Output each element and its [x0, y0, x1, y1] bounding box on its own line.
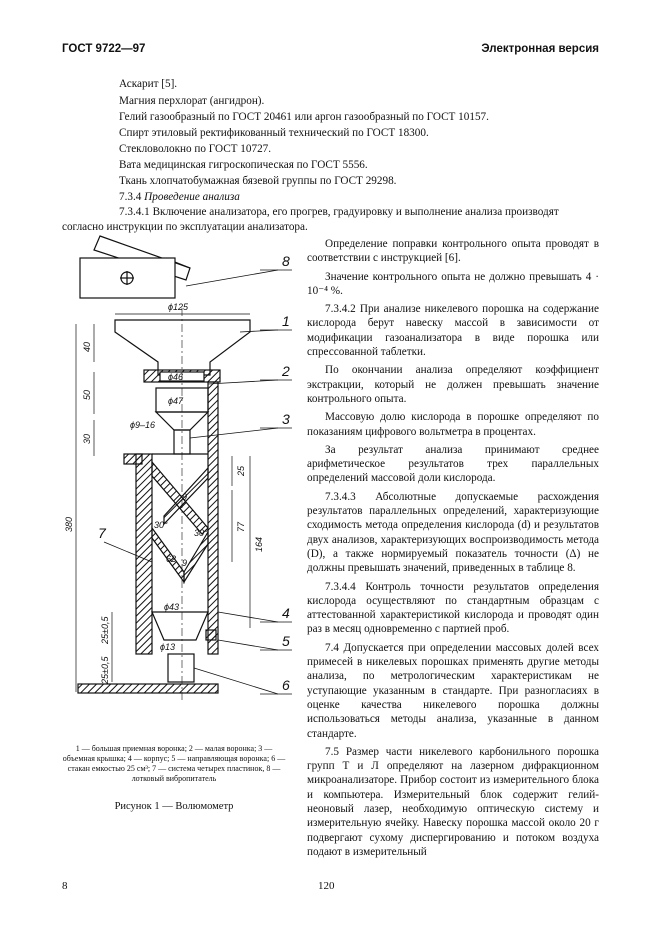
section-title: Проведение анализа	[144, 191, 240, 203]
dim-h164: 164	[254, 537, 264, 552]
housing	[123, 381, 219, 655]
dim-h40: 40	[82, 342, 92, 352]
version-label: Электронная версия	[481, 43, 599, 55]
callout-4: 4	[282, 605, 290, 621]
base-plate	[77, 683, 219, 694]
dim-h25pm-b: 25±0,5	[100, 656, 110, 685]
dim-h50: 50	[82, 390, 92, 400]
paragraph: 7.5 Размер части никелевого карбонильног…	[307, 745, 599, 858]
vibratory-feeder	[79, 235, 191, 299]
callout-6: 6	[282, 677, 290, 693]
paragraph-line: согласно инструкции по эксплуатации анал…	[62, 221, 308, 233]
dim-d125: ϕ125	[168, 302, 189, 312]
text-line: Стекловолокно по ГОСТ 10727.	[119, 143, 272, 155]
guide-funnel	[151, 611, 209, 641]
callout-5: 5	[282, 633, 290, 649]
figure-title: Рисунок 1 — Волюмометр	[114, 801, 234, 812]
text-line: Аскарит [5].	[119, 78, 178, 90]
document-code: ГОСТ 9722—97	[62, 43, 146, 55]
text-line: Ткань хлопчатобумажная бязевой группы по…	[119, 175, 397, 187]
large-funnel	[114, 319, 251, 376]
dim-h380: 380	[64, 517, 74, 532]
text-line: Спирт этиловый ректификованный техническ…	[119, 127, 429, 139]
dim-h25: 25	[236, 465, 246, 477]
dim-angle-30b: 30°	[194, 528, 208, 538]
paragraph: 7.4 Допускается при определении массовых…	[307, 641, 599, 740]
figure-legend: 1 — большая приемная воронка; 2 — малая …	[62, 744, 286, 783]
callout-2: 2	[281, 363, 290, 379]
page-number-left: 8	[62, 880, 68, 892]
volumeter-drawing: ϕ125 ϕ46 ϕ47 ϕ9–16 62 ϕ43 ϕ13 30° 30° 9 …	[64, 235, 292, 702]
dim-angle-30: 30°	[154, 520, 168, 530]
dim-d62: 62	[166, 554, 176, 564]
paragraph: 7.3.4.2 При анализе никелевого порошка н…	[307, 303, 599, 359]
text-line: Вата медицинская гигроскопическая по ГОС…	[119, 159, 368, 171]
dim-h30: 30	[82, 434, 92, 444]
text-line: Гелий газообразный по ГОСТ 20461 или арг…	[119, 111, 489, 123]
dim-d13: ϕ13	[160, 642, 175, 652]
text-line: Магния перхлорат (ангидрон).	[119, 95, 265, 107]
dim-d43: ϕ43	[164, 602, 179, 612]
paragraph: Определение поправки контрольного опыта …	[307, 238, 599, 265]
page-number-center: 120	[318, 880, 335, 892]
dim-9b: 9	[182, 558, 187, 568]
callout-7: 7	[98, 525, 107, 541]
callout-1: 1	[282, 313, 290, 329]
dim-9a: 9	[182, 492, 187, 502]
paragraph: 7.3.4.4 Контроль точности результатов оп…	[307, 580, 599, 636]
plate-system	[151, 460, 209, 585]
callout-3: 3	[282, 411, 290, 427]
paragraph-line: 7.3.4.1 Включение анализатора, его прогр…	[119, 206, 559, 218]
dim-h25pm-a: 25±0,5	[100, 616, 110, 645]
paragraph: Значение контрольного опыта не должно пр…	[307, 270, 599, 297]
callout-8: 8	[282, 253, 290, 269]
paragraph: 7.3.4.3 Абсолютные допускаемые расхожден…	[307, 490, 599, 575]
section-number: 7.3.4	[119, 191, 142, 203]
beaker	[167, 653, 195, 683]
dim-h77: 77	[236, 521, 246, 532]
dim-d47: ϕ47	[168, 396, 184, 406]
section-heading: 7.3.4 Проведение анализа	[119, 190, 240, 204]
paragraph: Массовую долю кислорода в порошке опреде…	[307, 411, 599, 438]
dim-d46: ϕ46	[168, 372, 183, 382]
dim-d9-16: ϕ9–16	[130, 420, 155, 430]
paragraph: По окончании анализа определяют коэффици…	[307, 364, 599, 405]
right-column: Определение поправки контрольного опыта …	[307, 237, 599, 863]
paragraph: За результат анализа принимают среднее а…	[307, 443, 599, 485]
